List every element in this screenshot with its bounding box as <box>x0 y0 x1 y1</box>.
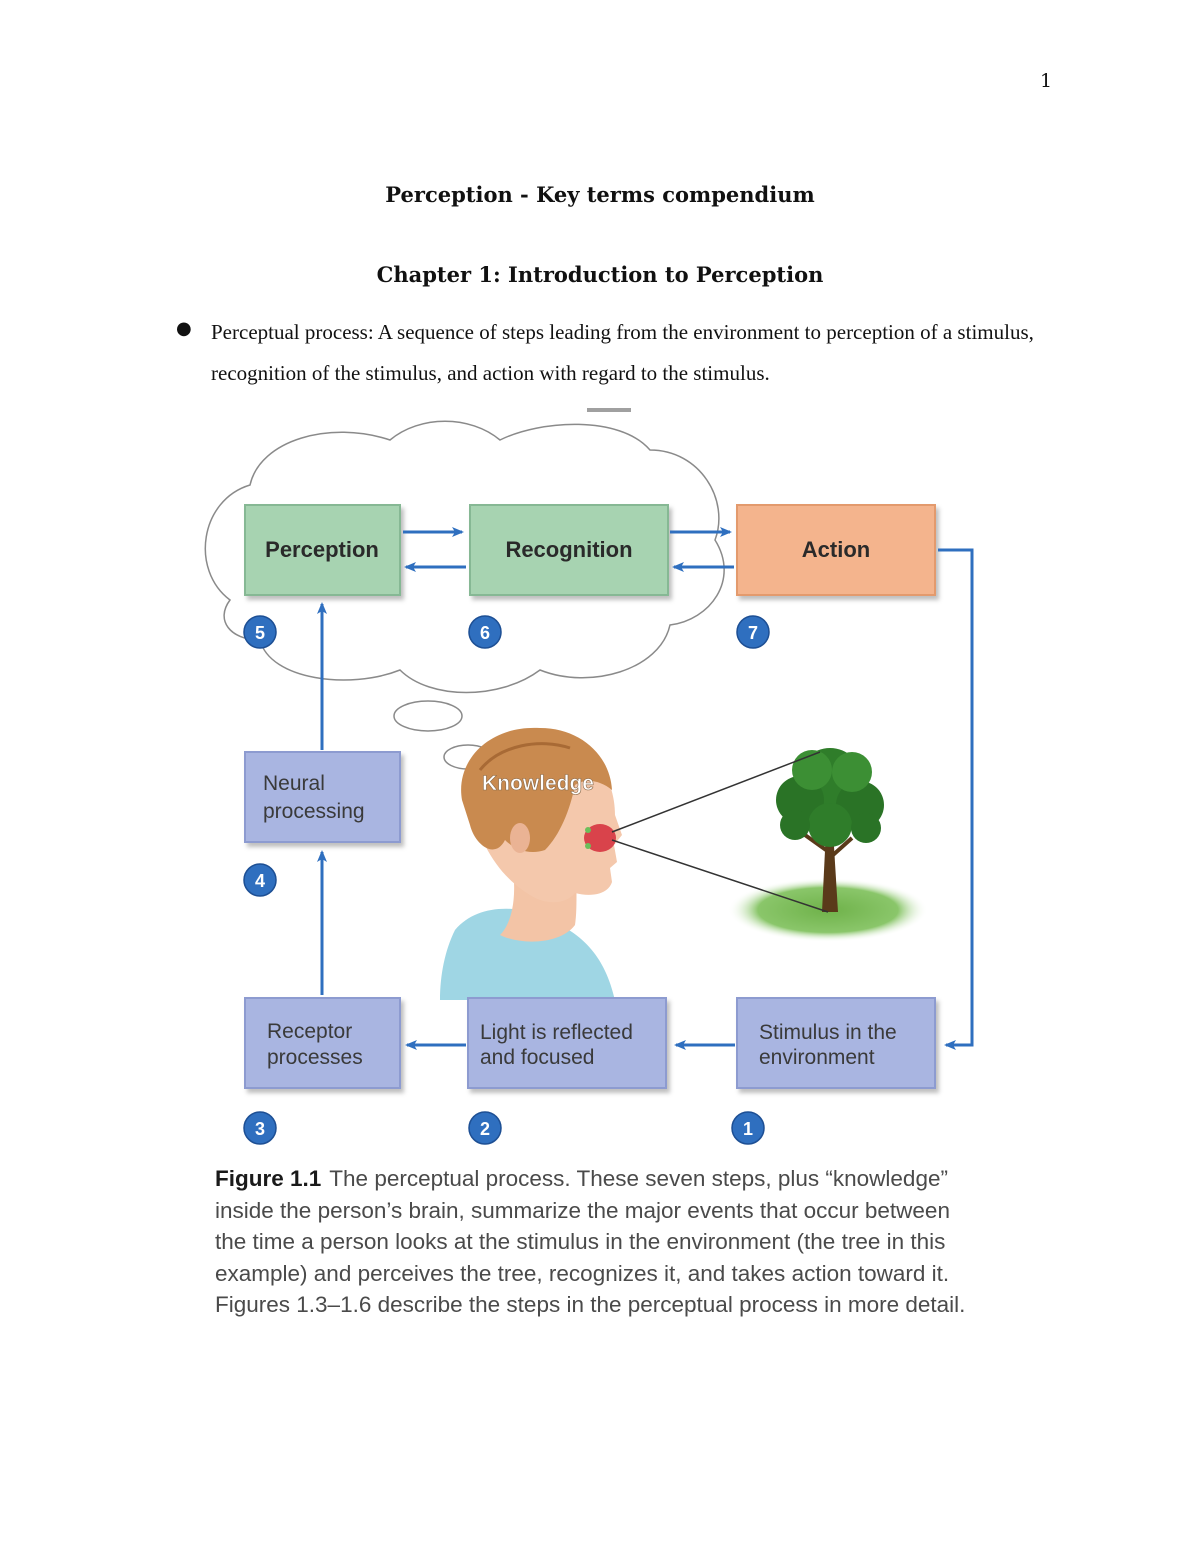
figure-top-dash <box>587 408 631 412</box>
box-recognition-label: Recognition <box>505 537 632 562</box>
step-number-5: 5 <box>255 623 265 643</box>
box-action <box>736 504 936 596</box>
tree-icon <box>776 748 884 912</box>
step-badge-3 <box>243 1111 277 1145</box>
knowledge-label: Knowledge <box>482 772 594 795</box>
document-title: Perception - Key terms compendium <box>385 182 815 207</box>
step-badge-1 <box>731 1111 765 1145</box>
step-number-6: 6 <box>480 623 490 643</box>
step-badge-7 <box>736 615 770 649</box>
box-light-reflected <box>467 997 667 1089</box>
box-neural-processing <box>244 751 401 843</box>
thought-cloud <box>204 420 725 694</box>
box-neural-processing-line2: processing <box>263 800 365 823</box>
box-neural-processing-line1: Neural <box>263 772 325 795</box>
figure-caption-text: The perceptual process. These seven step… <box>215 1166 966 1317</box>
step-number-1: 1 <box>743 1119 753 1139</box>
eye-icon <box>584 824 616 852</box>
box-stimulus <box>736 997 936 1089</box>
flow-arrows <box>317 527 974 1050</box>
bullet-icon: ● <box>176 318 192 339</box>
step-number-3: 3 <box>255 1119 265 1139</box>
figure-caption-label: Figure 1.1 <box>215 1166 322 1191</box>
sight-line-top <box>611 751 821 833</box>
box-perception <box>244 504 401 596</box>
step-number-2: 2 <box>480 1119 490 1139</box>
box-receptor-processes-line1: Receptor <box>267 1020 352 1043</box>
step-badges: 1 2 3 4 5 6 7 <box>243 615 770 1145</box>
box-light-reflected-line2: and focused <box>480 1046 594 1069</box>
page-number: 1 <box>1040 70 1053 92</box>
box-light-reflected-line1: Light is reflected <box>480 1021 633 1044</box>
box-perception-label: Perception <box>265 537 379 562</box>
box-stimulus-line2: environment <box>759 1046 875 1069</box>
step-badge-5 <box>243 615 277 649</box>
box-receptor-processes <box>244 997 401 1089</box>
step-badge-6 <box>468 615 502 649</box>
arrow-action-to-stimulus <box>938 548 974 1050</box>
box-action-label: Action <box>802 537 870 562</box>
thought-bubble-large <box>393 700 463 732</box>
box-receptor-processes-line2: processes <box>267 1046 363 1069</box>
step-badge-4 <box>243 863 277 897</box>
chapter-heading: Chapter 1: Introduction to Perception <box>376 262 824 287</box>
step-number-7: 7 <box>748 623 758 643</box>
sight-line-bottom <box>611 839 829 913</box>
box-recognition <box>469 504 669 596</box>
definition-perceptual-process: Perceptual process: A sequence of steps … <box>211 320 1034 385</box>
box-stimulus-line1: Stimulus in the <box>759 1021 897 1044</box>
step-number-4: 4 <box>255 871 265 891</box>
step-badge-2 <box>468 1111 502 1145</box>
person-head-icon <box>440 727 622 1000</box>
